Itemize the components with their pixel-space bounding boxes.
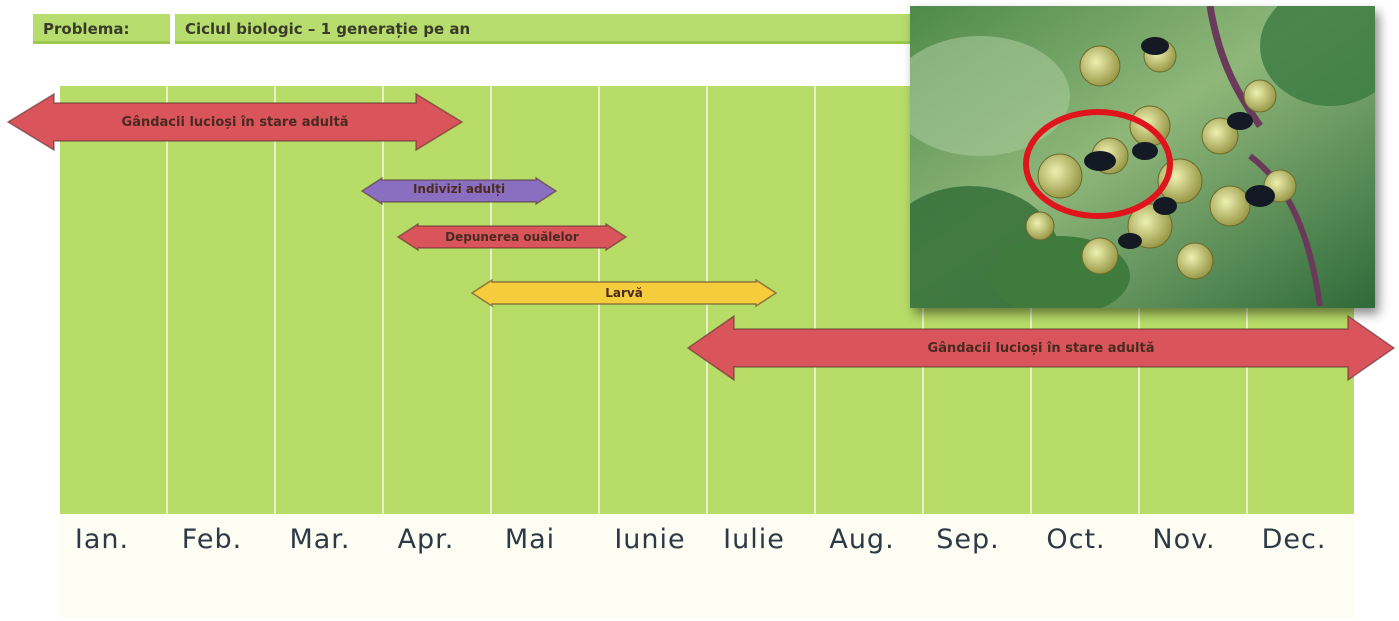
month-label: Oct. — [1046, 524, 1106, 555]
header-label: Problema: — [33, 14, 170, 44]
stage-arrow — [686, 314, 1396, 382]
grid-divider — [274, 86, 276, 514]
month-label-band — [60, 514, 1354, 618]
stage-label: Indivizi adulți — [413, 182, 505, 196]
header-title: Ciclul biologic – 1 generație pe an — [175, 14, 910, 44]
month-label: Ian. — [74, 524, 130, 555]
stage-label: Gândacii lucioși în stare adultă — [928, 341, 1155, 356]
stage-label: Depunerea ouălelor — [445, 230, 579, 244]
highlight-circle — [1023, 109, 1173, 219]
grid-divider — [382, 86, 384, 514]
month-label: Mai — [504, 524, 556, 555]
stage-label: Larvă — [605, 286, 643, 300]
month-label: Iulie — [723, 524, 785, 555]
month-label: Sep. — [936, 524, 1000, 555]
stage-arrow — [396, 222, 628, 252]
grid-divider — [814, 86, 816, 514]
stage-arrow — [6, 92, 464, 152]
stage-label: Gândacii lucioși în stare adultă — [122, 115, 349, 130]
month-label: Mar. — [289, 524, 351, 555]
stage-arrow — [470, 278, 778, 308]
month-label: Iunie — [614, 524, 686, 555]
month-label: Apr. — [397, 524, 455, 555]
month-label: Dec. — [1261, 524, 1327, 555]
month-label: Nov. — [1152, 524, 1216, 555]
beetle-photo-image — [910, 6, 1375, 308]
stage-arrow — [360, 176, 558, 206]
grid-divider — [166, 86, 168, 514]
beetle-photo — [910, 6, 1375, 308]
month-label: Aug. — [829, 524, 895, 555]
month-label: Feb. — [181, 524, 243, 555]
